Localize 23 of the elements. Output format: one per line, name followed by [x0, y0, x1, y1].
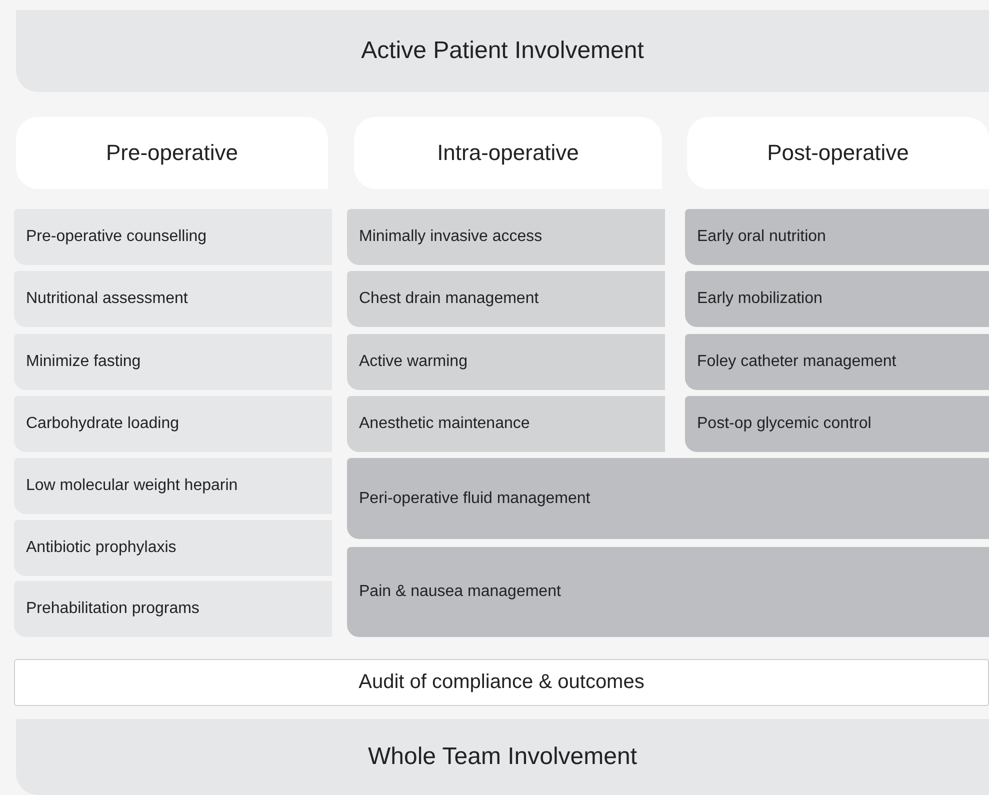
element-box: Low molecular weight heparin	[14, 458, 332, 514]
element-box: Carbohydrate loading	[14, 396, 332, 452]
element-box: Anesthetic maintenance	[347, 396, 665, 452]
audit-bar: Audit of compliance & outcomes	[14, 659, 989, 706]
phase-header: Post-operative	[687, 117, 989, 189]
element-box: Foley catheter management	[685, 334, 989, 390]
element-box: Nutritional assessment	[14, 271, 332, 327]
element-box: Minimally invasive access	[347, 209, 665, 265]
phase-header: Pre-operative	[16, 117, 328, 189]
element-box: Chest drain management	[347, 271, 665, 327]
element-box: Peri-operative fluid management	[347, 458, 989, 539]
element-box: Prehabilitation programs	[14, 581, 332, 637]
element-box: Antibiotic prophylaxis	[14, 520, 332, 576]
element-box: Pre-operative counselling	[14, 209, 332, 265]
element-box: Active warming	[347, 334, 665, 390]
phase-header: Intra-operative	[354, 117, 662, 189]
involvement-band: Whole Team Involvement	[16, 719, 989, 795]
element-box: Early mobilization	[685, 271, 989, 327]
element-box: Pain & nausea management	[347, 547, 989, 637]
element-box: Minimize fasting	[14, 334, 332, 390]
involvement-band: Active Patient Involvement	[16, 10, 989, 92]
element-box: Post-op glycemic control	[685, 396, 989, 452]
element-box: Early oral nutrition	[685, 209, 989, 265]
